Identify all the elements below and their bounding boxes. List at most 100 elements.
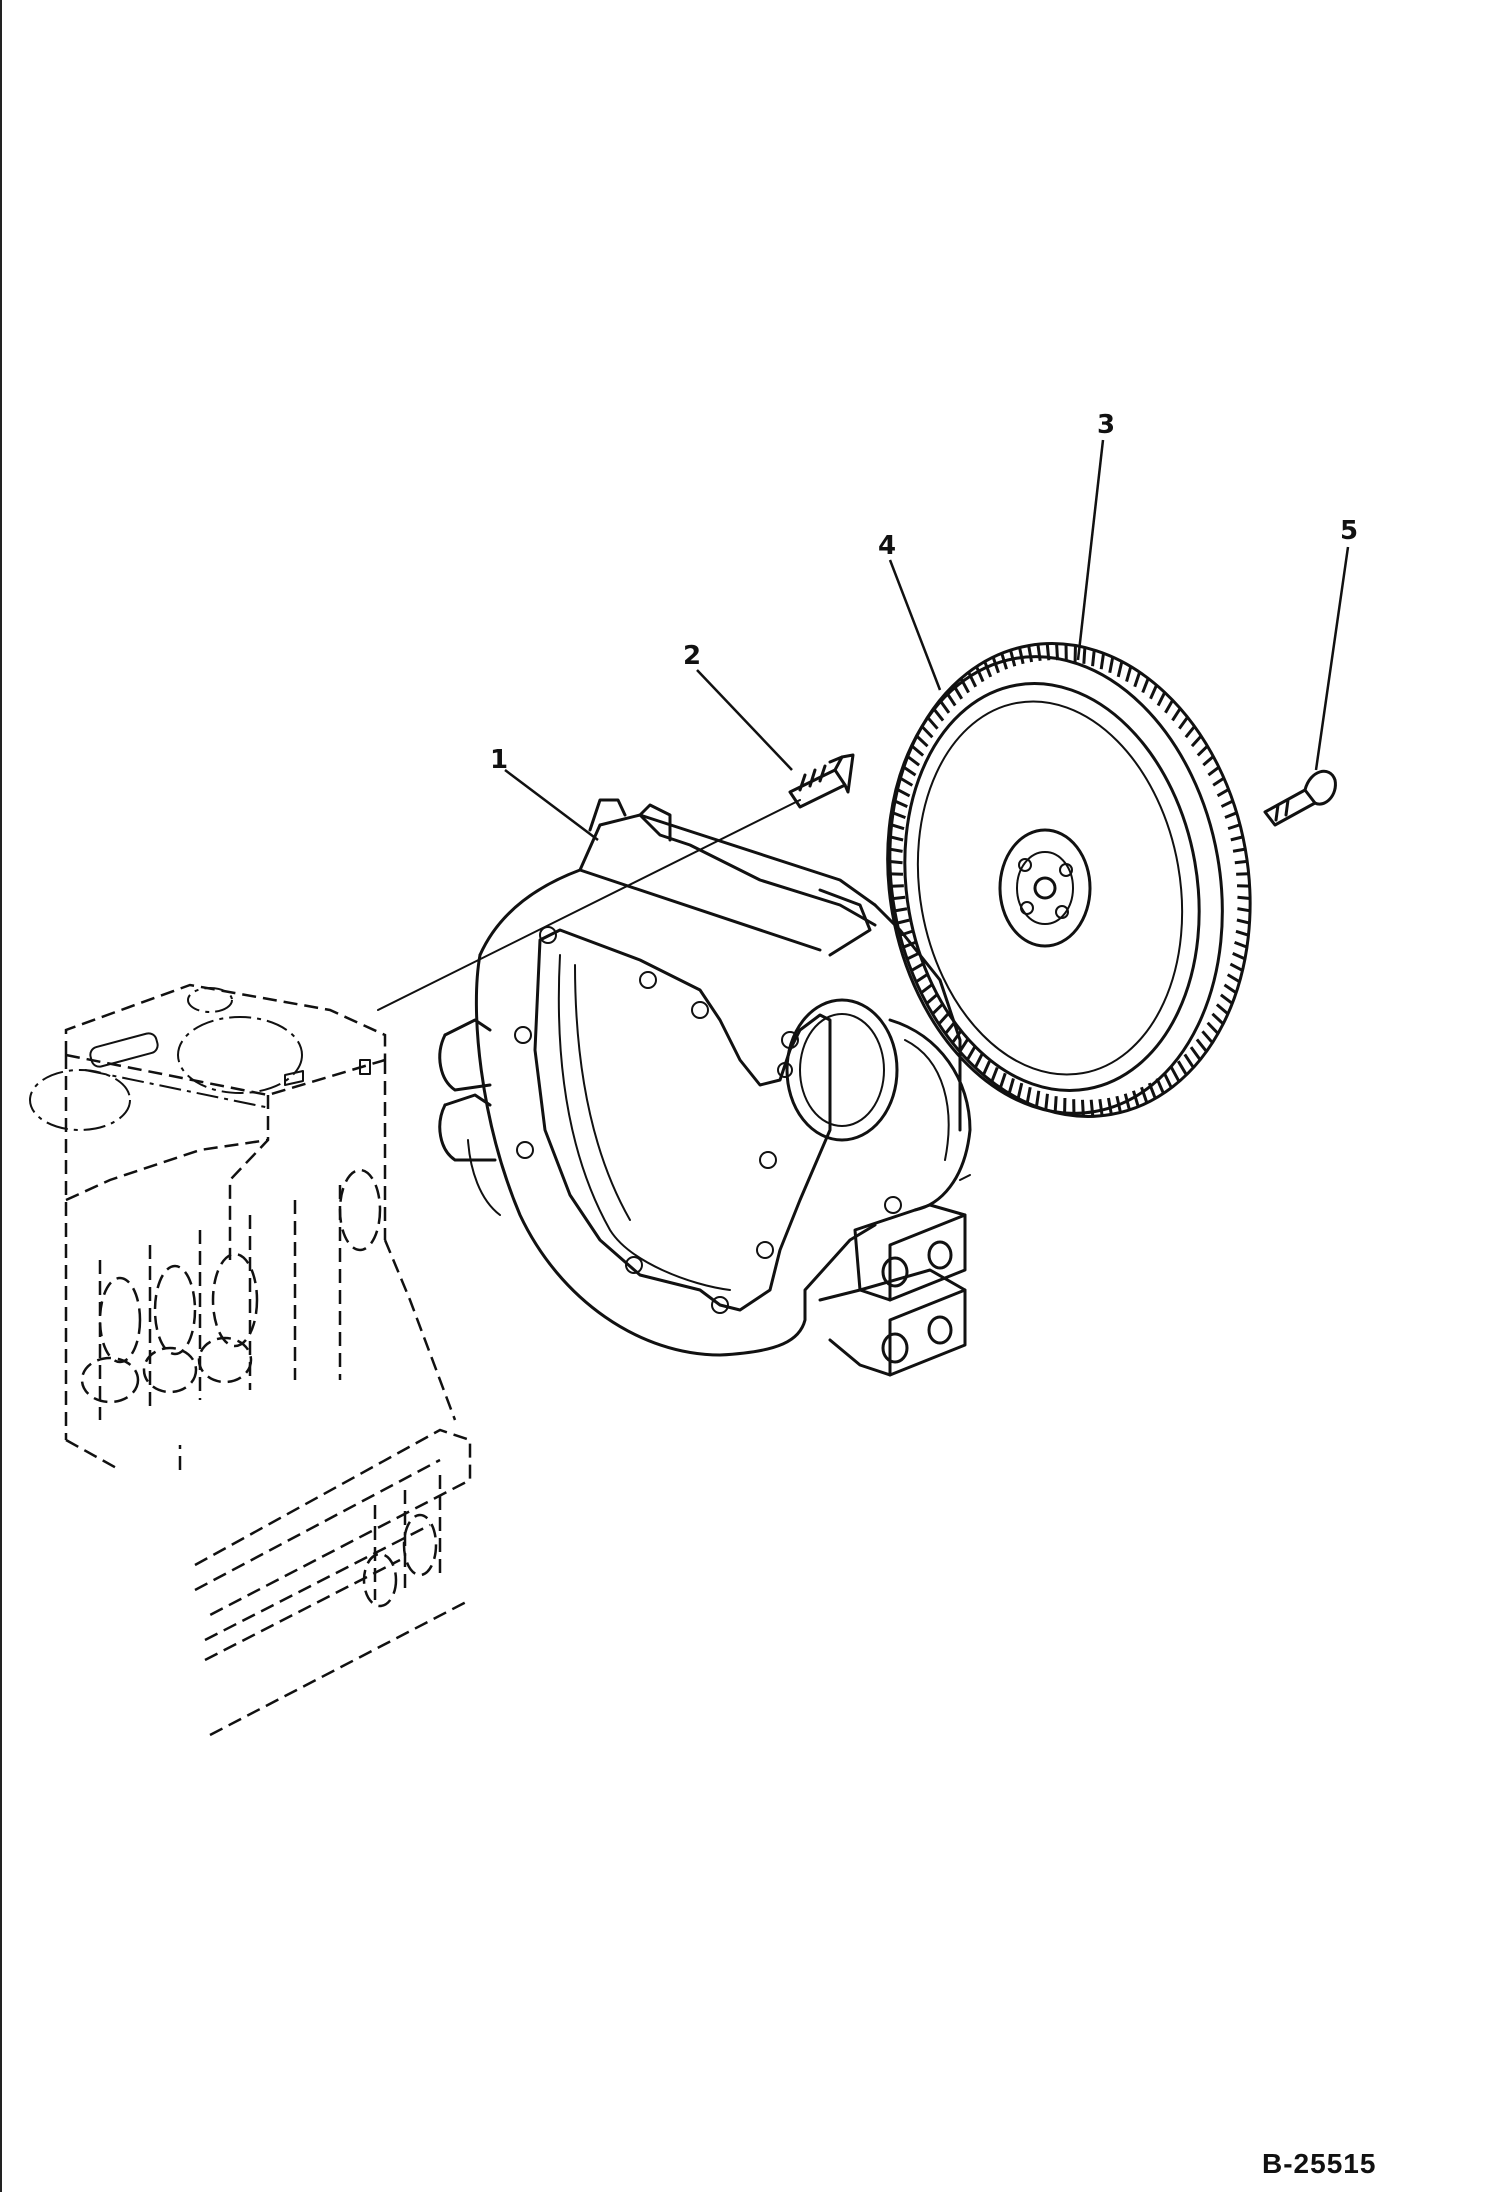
gear-tooth	[890, 835, 904, 842]
gear-tooth	[892, 895, 906, 901]
gear-tooth	[1044, 1093, 1049, 1111]
gear-tooth	[1215, 1003, 1229, 1016]
gear-tooth	[991, 656, 1000, 674]
drawing-number: B-25515	[1262, 2148, 1377, 2179]
leader-lines	[504, 439, 1350, 841]
gear-tooth	[938, 699, 951, 714]
gear-tooth	[1232, 951, 1246, 961]
gear-tooth	[1116, 661, 1124, 678]
gear-tooth	[1207, 765, 1220, 777]
gear-tooth	[1055, 643, 1060, 661]
gear-tooth	[1133, 671, 1142, 688]
gear-tooth	[889, 847, 903, 853]
gear-tooth	[1196, 744, 1209, 757]
gear-tooth	[911, 744, 925, 757]
flywheel-bolt	[1263, 769, 1337, 827]
gear-tooth	[959, 677, 970, 694]
gear-tooth	[1171, 707, 1182, 722]
gear-tooth	[1091, 649, 1096, 667]
gear-tooth	[1236, 918, 1250, 925]
gear-tooth	[1164, 699, 1174, 714]
gear-tooth	[899, 776, 914, 787]
gear-tooth	[982, 1060, 991, 1076]
gear-tooth	[966, 1046, 976, 1061]
gear-tooth	[925, 993, 938, 1005]
gear-tooth	[1234, 859, 1248, 865]
gear-tooth	[1132, 1090, 1140, 1108]
gear-tooth	[892, 811, 906, 820]
gear-tooth	[1227, 823, 1241, 831]
gear-tooth	[1190, 735, 1203, 748]
gear-tooth	[1149, 684, 1158, 700]
gear-tooth	[926, 716, 939, 730]
gear-tooth	[944, 1021, 956, 1035]
gear-tooth	[1000, 652, 1008, 670]
gear-tooth	[899, 929, 913, 937]
gear-tooth	[1155, 1077, 1165, 1094]
gear-tooth	[1183, 1053, 1195, 1069]
gear-tooth	[1176, 1060, 1188, 1076]
flywheel-housing	[438, 798, 972, 1377]
gear-tooth	[1140, 1086, 1149, 1104]
gear-tooth	[1007, 1078, 1015, 1094]
gear-tooth	[937, 1012, 950, 1025]
gear-tooth	[990, 1066, 999, 1083]
gear-tooth	[1232, 847, 1246, 853]
gear-tooth	[1082, 647, 1087, 664]
gear-tooth	[894, 799, 908, 809]
gear-tooth	[1224, 811, 1238, 819]
gear-tooth	[915, 735, 929, 748]
gear-tooth	[920, 983, 933, 995]
gear-tooth	[932, 707, 945, 722]
gear-tooth	[1237, 907, 1251, 913]
gear-tooth	[896, 788, 911, 798]
gear-tooth	[967, 671, 978, 688]
gear-tooth	[1016, 1082, 1024, 1099]
gear-tooth	[903, 765, 917, 777]
gear-tooth	[958, 1038, 969, 1053]
gear-tooth	[1195, 1038, 1208, 1053]
gear-tooth	[973, 1053, 984, 1069]
gear-tooth	[1141, 677, 1150, 694]
gear-tooth	[1089, 1099, 1095, 1117]
gear-tooth	[1170, 1066, 1181, 1083]
gear-tooth	[1219, 993, 1234, 1005]
callout-1: 1	[490, 745, 509, 775]
gear-tooth	[906, 952, 920, 961]
gear-tooth	[891, 823, 905, 831]
gear-tooth	[1025, 1086, 1032, 1104]
gear-tooth	[1108, 656, 1115, 674]
gear-tooth	[920, 725, 934, 739]
gear-tooth	[1098, 1098, 1104, 1116]
callout-2: 2	[683, 641, 702, 671]
gear-tooth	[931, 1003, 944, 1016]
callout-5: 5	[1340, 516, 1359, 546]
gear-tooth	[1220, 799, 1234, 808]
gear-tooth	[1034, 1090, 1041, 1107]
gear-tooth	[1156, 691, 1167, 707]
gear-tooth	[975, 666, 985, 683]
gear-tooth	[1229, 962, 1244, 972]
gear-tooth	[983, 661, 993, 678]
gear-tooth	[951, 1030, 962, 1044]
gear-tooth	[906, 755, 921, 767]
gear-tooth	[1216, 788, 1230, 798]
gear-tooth	[1202, 755, 1215, 767]
callout-3: 3	[1097, 410, 1116, 440]
gear-tooth	[1115, 1095, 1122, 1113]
gear-tooth	[1206, 1021, 1220, 1035]
gear-tooth	[1235, 929, 1249, 937]
gear-tooth	[1123, 1093, 1131, 1111]
flywheel	[886, 642, 1252, 1118]
gear-tooth	[1226, 973, 1241, 984]
callout-4: 4	[878, 531, 897, 561]
gear-tooth	[1178, 716, 1189, 730]
gear-tooth	[1018, 647, 1025, 665]
gear-tooth	[910, 962, 924, 972]
gear-tooth	[1212, 776, 1225, 787]
gear-tooth	[1230, 835, 1244, 842]
gear-tooth	[998, 1072, 1007, 1089]
